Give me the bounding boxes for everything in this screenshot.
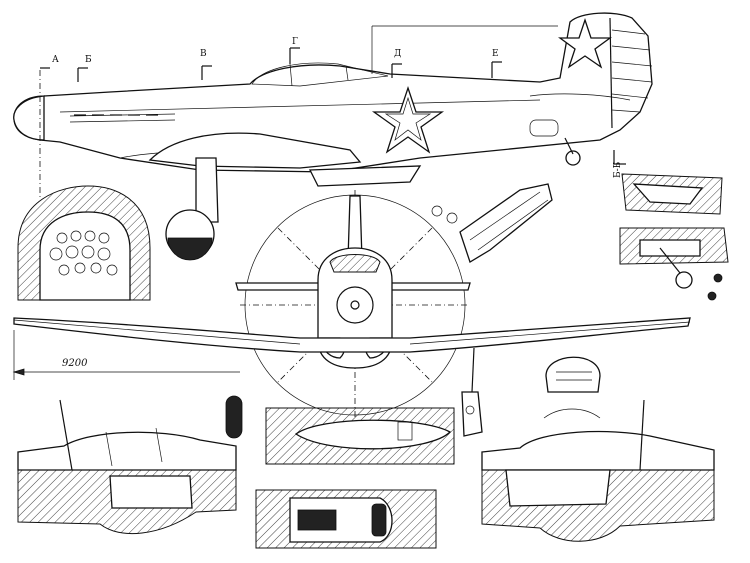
span-dimension: 9200 [12, 330, 240, 380]
section-label-a: А [52, 55, 59, 65]
front-view [235, 190, 471, 420]
side-view: А Б В Г Д Е Б-Б [13, 12, 653, 261]
fuselage-star [371, 85, 445, 154]
section-label-g: Г [292, 37, 298, 47]
section-label-b: Б [85, 55, 92, 65]
side-spinner [13, 95, 45, 141]
wing-planform [13, 317, 691, 353]
intake-detail [543, 356, 601, 419]
section-label-d: Д [394, 49, 401, 59]
section-markers [39, 25, 626, 200]
side-canopy [251, 62, 389, 87]
oval-detail [225, 395, 243, 439]
aux-mark: Б-Б [613, 161, 623, 178]
radiator-section [621, 173, 723, 215]
instrument-dials [49, 230, 118, 276]
canopy-detail [431, 183, 553, 263]
rudder-ribs [609, 17, 653, 129]
section-label-v: В [200, 49, 207, 59]
span-dimension-label: 9200 [62, 358, 88, 369]
side-radiator [308, 165, 422, 187]
center-section-top [265, 407, 455, 465]
gear-detail [619, 227, 729, 301]
instrument-panel-view [17, 185, 151, 301]
main-gear-detail [461, 347, 483, 437]
tail-star [558, 17, 612, 69]
tail-wheel [565, 150, 581, 166]
main-gear-strut [195, 157, 219, 223]
center-section-bottom [255, 489, 437, 549]
cockpit-section-right [481, 399, 715, 542]
section-label-e: Е [492, 49, 499, 59]
cockpit-section-left [17, 399, 237, 535]
